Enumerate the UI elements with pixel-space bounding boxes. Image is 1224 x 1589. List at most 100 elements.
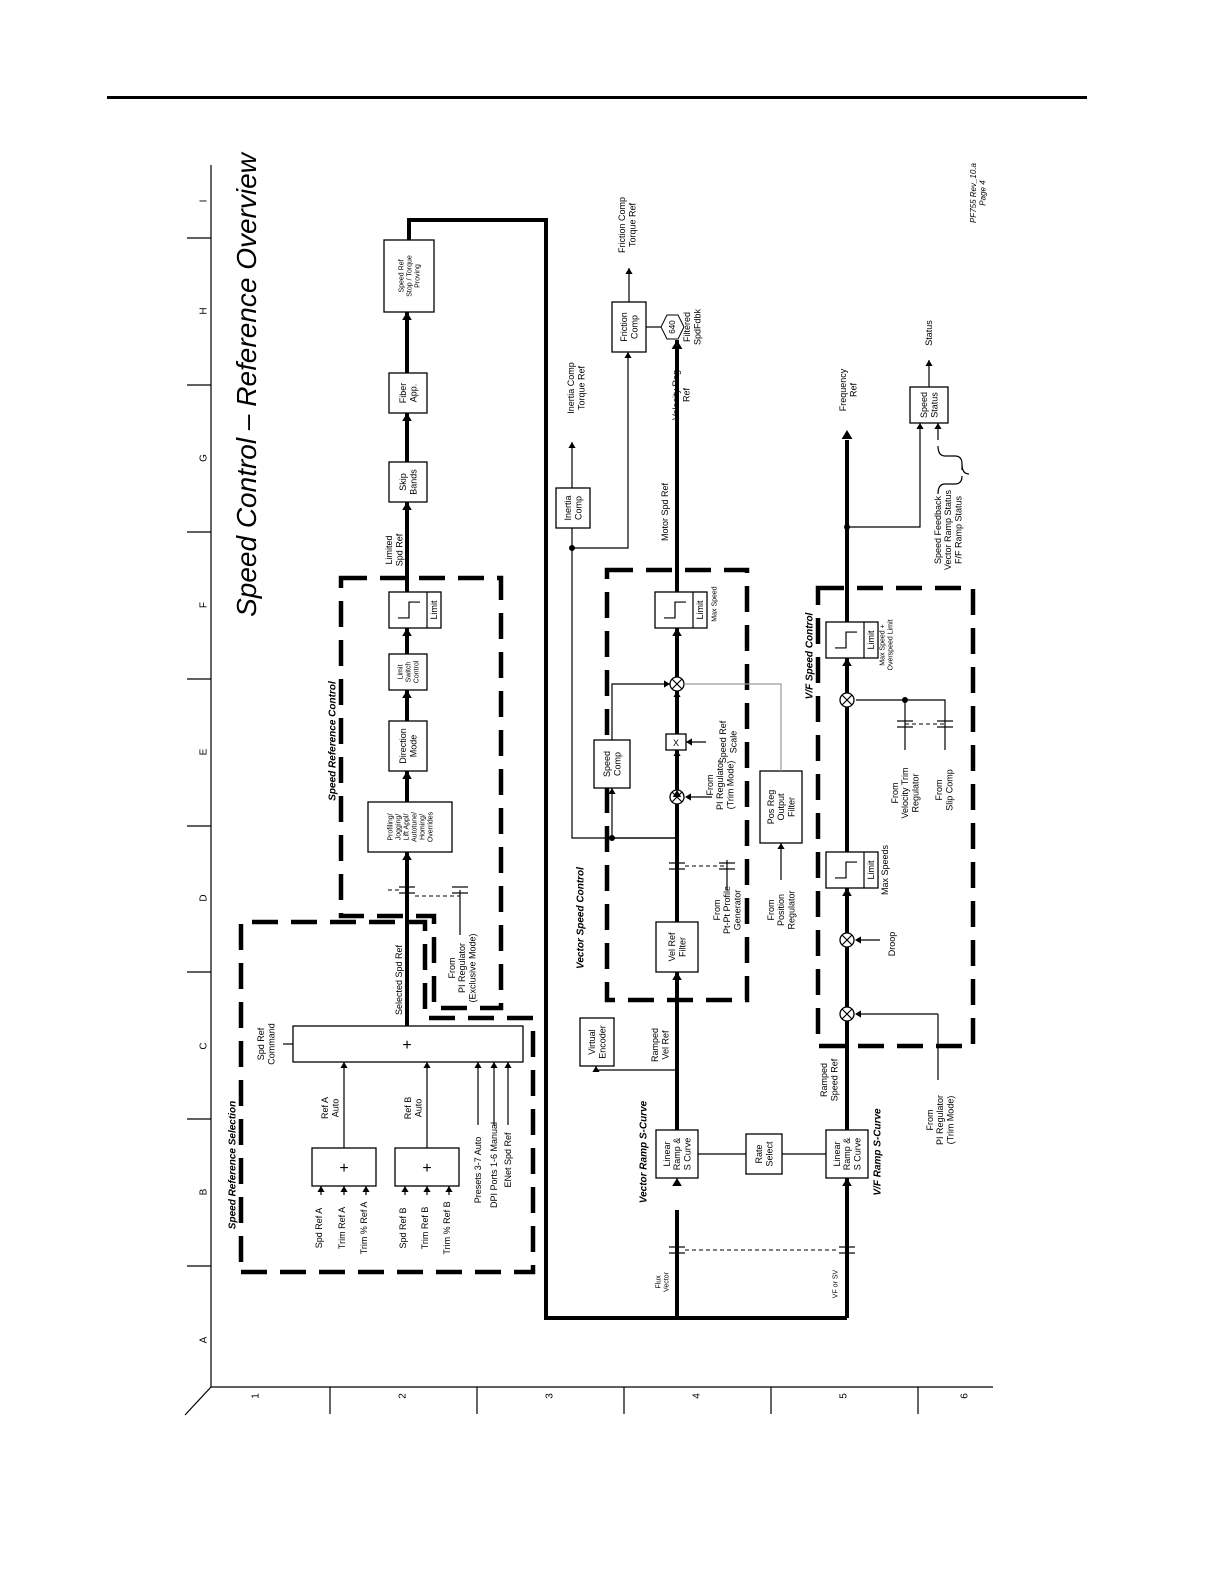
signal-velocity-reg-ref-line: Ref	[681, 388, 691, 403]
input-dpi_ports-line: DPI Ports 1-6 Manual	[489, 1122, 499, 1208]
signal-from-velocity-trim-line: Regulator	[911, 773, 921, 812]
grid-number-2-line: 2	[398, 1393, 409, 1399]
signal-filtered-spdfdbk-line: SpdFdbk	[692, 308, 702, 345]
sum-a-label: +	[339, 1160, 348, 1177]
grid-number-6-line: 6	[960, 1393, 971, 1399]
speed-comp-block	[593, 739, 631, 789]
grid-letter-D-line: D	[199, 894, 210, 901]
reference-loop	[407, 218, 677, 1320]
signal-from-slip-comp-line: Slip Comp	[944, 769, 954, 811]
signal-status: Status	[924, 320, 934, 346]
input-spd_ref_b-line: Spd Ref B	[398, 1207, 408, 1248]
input-trim_ref_a: Trim Ref A	[337, 1207, 347, 1249]
vector-out-arrow	[671, 340, 683, 349]
section-vector-speed-control-line: Vector Speed Control	[576, 867, 587, 969]
ramp-vec-in	[672, 1178, 682, 1186]
limit-arrow	[402, 628, 412, 636]
sum-vf-1-cross	[841, 1008, 853, 1020]
linear-ramp-vf-label-line: S Curve	[853, 1138, 863, 1171]
signal-status-inputs-line: Vector Ramp Status	[943, 489, 953, 570]
profiling-label-line: Jogging/	[395, 814, 402, 841]
signal-from-pi-trim-vf-line: From	[925, 1110, 935, 1131]
vel-ref-filter-label-line: Vel Ref	[667, 932, 677, 962]
inertia-line	[571, 528, 677, 839]
signal-from-position-line: From	[766, 900, 776, 921]
signal-from-velocity-trim-line: From	[890, 783, 900, 804]
signal-max-speed-vec-line: Max Speed	[711, 586, 718, 622]
page-title-line: Speed Control – Reference Overview	[231, 151, 262, 617]
signal-from-position-line: Regulator	[787, 890, 797, 929]
grid-letter-B-line: B	[199, 1188, 210, 1195]
grid-letter-G-line: G	[199, 454, 210, 462]
section-vector-speed-control: Vector Speed Control	[576, 867, 587, 969]
sum-block-main	[292, 1025, 524, 1063]
speed-comp-in	[611, 788, 677, 839]
grid-letter-A: A	[199, 1336, 210, 1343]
grid-number-6: 6	[960, 1393, 971, 1399]
inertia-comp-block	[555, 487, 591, 529]
signal-motor-spd-ref: Motor Spd Ref	[660, 482, 670, 541]
limit-block-vec	[654, 591, 708, 629]
signal-selected-spd-ref-line: Selected Spd Ref	[394, 944, 404, 1015]
direction-mode-label-line: Mode	[408, 735, 418, 758]
profiling-label-line: Overrides	[428, 811, 435, 842]
section-vf-speed-control: V/F Speed Control	[805, 612, 816, 699]
vel-ref-arrow	[672, 972, 682, 980]
multiply-label: X	[673, 738, 679, 748]
signal-param-640-line: 640	[668, 320, 677, 334]
section-speed-reference-selection: Speed Reference Selection	[228, 1101, 239, 1229]
friction-in	[572, 352, 629, 549]
section-speed-reference-control: Speed Reference Control	[328, 681, 339, 801]
sum-b-label: +	[422, 1160, 431, 1177]
signal-ref-b-auto-line: Auto	[413, 1099, 423, 1118]
profiling-block	[367, 801, 453, 853]
status-brace-lower	[937, 475, 963, 495]
section-speed-reference-control-line: Speed Reference Control	[328, 681, 339, 801]
limit-block-vf1-label-line: Limit	[866, 860, 876, 880]
limit-block-ref-label: Limit	[429, 600, 439, 620]
signal-friction-comp-torque-ref-line: Friction Comp	[617, 197, 627, 253]
input-trim_pct_ref_a-line: Trim % Ref A	[359, 1202, 369, 1255]
virtual-encoder-block	[579, 1017, 615, 1067]
signal-max-speeds-line: Max Speeds	[880, 844, 890, 895]
input-b-arrow	[401, 1186, 409, 1192]
signal-frequency-ref-line: Ref	[848, 383, 858, 398]
status-out-arrow	[925, 360, 933, 366]
preset-arrow	[474, 1062, 482, 1068]
signal-selected-spd-ref: Selected Spd Ref	[394, 944, 404, 1015]
signal-speed-ref-scale-line: Scale	[728, 731, 738, 754]
limit-block-vec-curve	[664, 601, 686, 619]
input-trim_pct_ref_b: Trim % Ref B	[442, 1201, 452, 1254]
signal-flux-vector-line: Vector	[663, 1271, 670, 1292]
param-640-hex	[660, 314, 685, 340]
signal-max-speed-overspeed: Max Speed +Overspeed Limit	[879, 619, 894, 670]
fiber-app-block	[388, 372, 428, 414]
limit-block-ref-label-line: Limit	[429, 600, 439, 620]
input-spd_ref_a-line: Spd Ref A	[314, 1208, 324, 1249]
vf-out-arrow	[841, 430, 853, 439]
signal-from-pi-trim-vec-line: From	[705, 775, 715, 796]
rate-select-label-line: Rate	[754, 1144, 764, 1163]
inertia-comp-label-line: Comp	[573, 496, 583, 520]
rate-select-block	[745, 1133, 783, 1175]
friction-in-arrow	[624, 352, 632, 358]
signal-filtered-spdfdbk-line: Filtered	[682, 312, 692, 342]
limit-block-ref-curve	[398, 601, 420, 619]
inertia-out-arrow	[568, 442, 576, 448]
